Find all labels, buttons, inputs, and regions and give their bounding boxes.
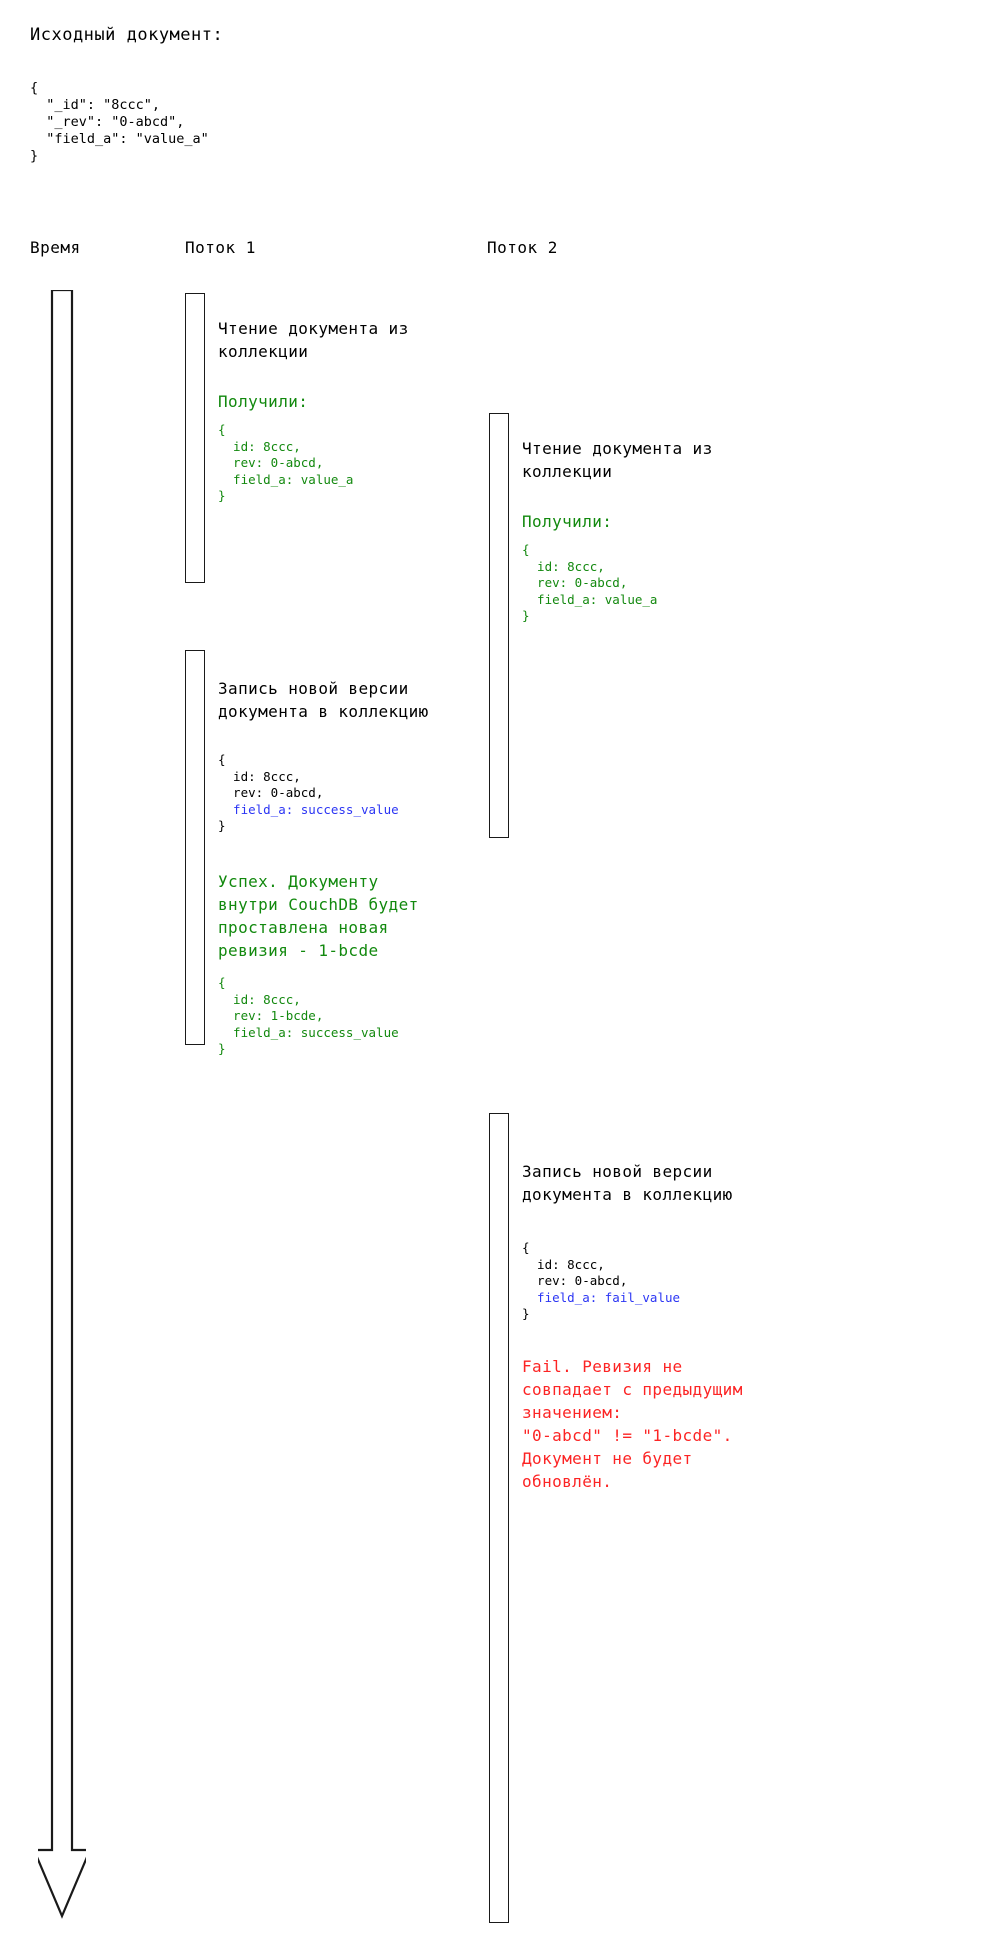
column-header-thread-2: Поток 2 xyxy=(487,238,558,257)
thread-1-activation-bar-2 xyxy=(185,650,205,1045)
time-arrow-icon xyxy=(38,290,86,1919)
code-segment-highlight: field_a: fail_value xyxy=(522,1289,681,1305)
code-segment-plain: { id: 8ccc, rev: 0-abcd, xyxy=(218,752,324,800)
thread-1-step-1-title: Чтение документа из коллекции xyxy=(218,319,409,361)
source-document-json: { "_id": "8ccc", "_rev": "0-abcd", "fiel… xyxy=(30,80,209,164)
thread-2-step-2-code-request: { id: 8ccc, rev: 0-abcd, field_a: fail_v… xyxy=(522,1240,680,1323)
thread-1-step-2-title: Запись новой версии документа в коллекци… xyxy=(218,679,429,721)
code-segment-highlight: field_a: success_value xyxy=(218,801,399,817)
column-header-thread-1: Поток 1 xyxy=(185,238,256,257)
thread-1-step-2-code-request: { id: 8ccc, rev: 0-abcd, field_a: succes… xyxy=(218,752,399,835)
code-segment-plain-end: } xyxy=(218,818,226,833)
thread-1-step-1-note: Получили: xyxy=(218,392,309,411)
source-document-title: Исходный документ: xyxy=(30,25,224,45)
thread-1-step-1-code: { id: 8ccc, rev: 0-abcd, field_a: value_… xyxy=(218,422,354,503)
thread-2-step-1-note: Получили: xyxy=(522,512,613,531)
thread-2-activation-bar-2 xyxy=(489,1113,509,1923)
thread-2-step-1-title: Чтение документа из коллекции xyxy=(522,439,713,481)
time-axis-arrow xyxy=(38,290,86,1920)
thread-2-step-2-title: Запись новой версии документа в коллекци… xyxy=(522,1162,733,1204)
thread-2-activation-bar-1 xyxy=(489,413,509,838)
thread-2-step-1-code: { id: 8ccc, rev: 0-abcd, field_a: value_… xyxy=(522,542,658,623)
code-segment-plain: { id: 8ccc, rev: 0-abcd, xyxy=(522,1240,628,1288)
column-header-time: Время xyxy=(30,238,81,257)
thread-1-activation-bar-1 xyxy=(185,293,205,583)
thread-1-step-2-note-success: Успех. Документу внутри CouchDB будет пр… xyxy=(218,872,419,960)
thread-2-step-2-note-fail: Fail. Ревизия не совпадает с предыдущим … xyxy=(522,1357,743,1491)
thread-1-step-2-code-result: { id: 8ccc, rev: 1-bcde, field_a: succes… xyxy=(218,975,399,1056)
code-segment-plain-end: } xyxy=(522,1306,530,1321)
